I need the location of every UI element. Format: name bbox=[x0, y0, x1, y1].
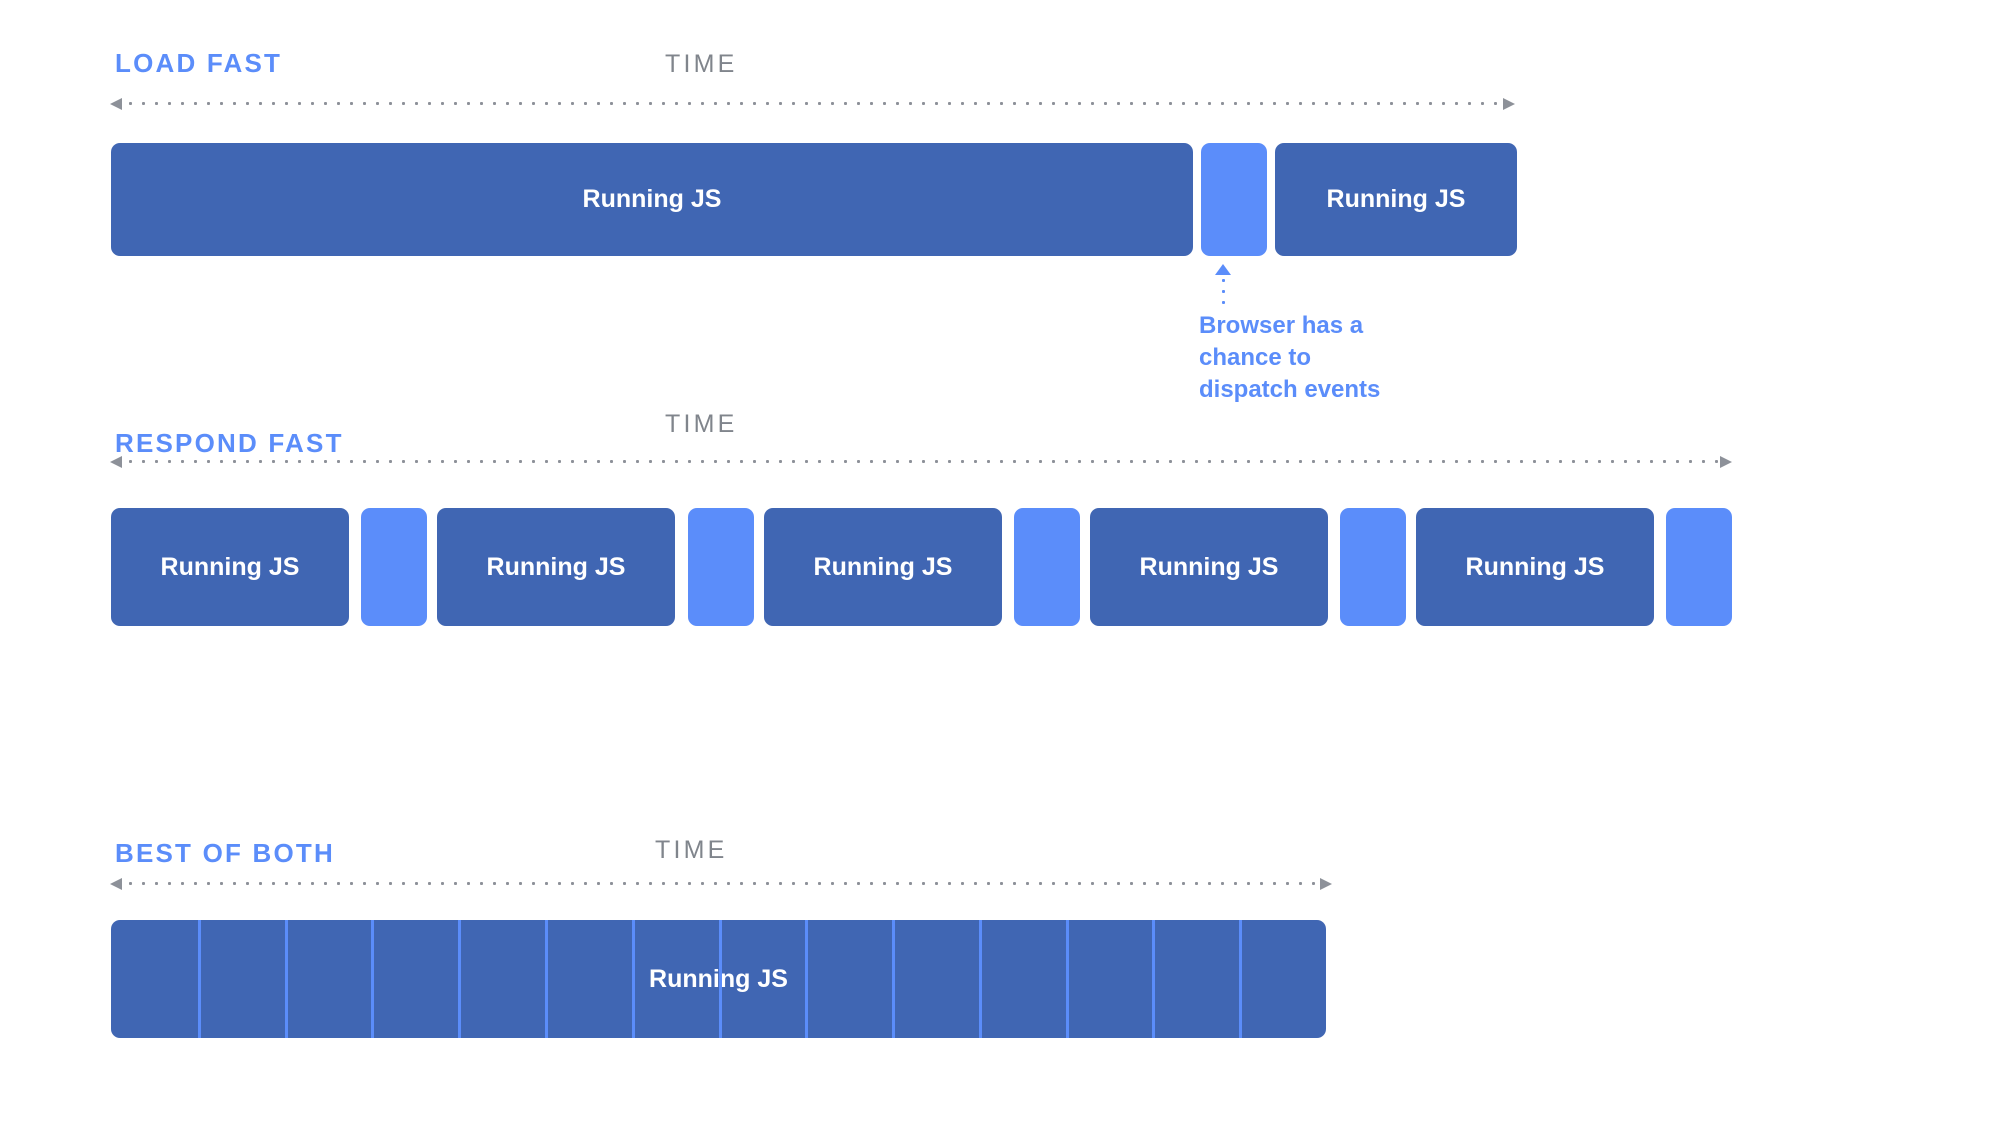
idle-gap-block bbox=[361, 508, 427, 626]
segment-divider bbox=[1239, 920, 1242, 1038]
callout-arrow-up-icon bbox=[1215, 264, 1231, 275]
axis-dotted-line bbox=[124, 102, 1501, 105]
time-axis-label-best-of-both: TIME bbox=[655, 836, 728, 864]
segment-divider bbox=[805, 920, 808, 1038]
running-js-block: Running JS bbox=[764, 508, 1002, 626]
segment-divider bbox=[719, 920, 722, 1038]
time-axis-load-fast bbox=[110, 96, 1515, 110]
segment-divider bbox=[545, 920, 548, 1038]
idle-gap-block bbox=[1666, 508, 1732, 626]
axis-arrow-right-icon bbox=[1503, 98, 1515, 110]
section-heading-respond-fast: RESPOND FAST bbox=[115, 428, 344, 458]
segment-divider bbox=[979, 920, 982, 1038]
segment-divider bbox=[1152, 920, 1155, 1038]
callout-dotted-line bbox=[1222, 275, 1225, 307]
axis-arrow-right-icon bbox=[1320, 878, 1332, 890]
segment-divider bbox=[371, 920, 374, 1038]
time-axis-respond-fast bbox=[110, 454, 1732, 468]
running-js-block: Running JS bbox=[111, 508, 349, 626]
segmented-running-js-bar: Running JS bbox=[111, 920, 1326, 1038]
timeline-track-respond-fast: Running JS Running JS Running JS Running… bbox=[111, 508, 1733, 626]
axis-arrow-right-icon bbox=[1720, 456, 1732, 468]
segment-divider bbox=[632, 920, 635, 1038]
idle-gap-block bbox=[1340, 508, 1406, 626]
idle-gap-block bbox=[688, 508, 754, 626]
segment-divider bbox=[198, 920, 201, 1038]
running-js-block: Running JS bbox=[1416, 508, 1654, 626]
axis-dotted-line bbox=[124, 882, 1318, 885]
axis-arrow-left-icon bbox=[110, 878, 122, 890]
idle-gap-block bbox=[1014, 508, 1080, 626]
timeline-track-load-fast: Running JS Running JS bbox=[111, 143, 1517, 256]
segmented-bar-label: Running JS bbox=[649, 964, 788, 993]
section-heading-load-fast: LOAD FAST bbox=[115, 48, 283, 78]
time-axis-label-respond-fast: TIME bbox=[665, 410, 738, 438]
segment-divider bbox=[1066, 920, 1069, 1038]
running-js-block: Running JS bbox=[437, 508, 675, 626]
segment-divider bbox=[892, 920, 895, 1038]
idle-gap-block bbox=[1201, 143, 1267, 256]
axis-dotted-line bbox=[124, 460, 1718, 463]
section-heading-best-of-both: BEST OF BOTH bbox=[115, 838, 335, 868]
running-js-block: Running JS bbox=[1090, 508, 1328, 626]
running-js-block: Running JS bbox=[1275, 143, 1517, 256]
time-axis-label-load-fast: TIME bbox=[665, 50, 738, 78]
segment-divider bbox=[458, 920, 461, 1038]
time-axis-best-of-both bbox=[110, 876, 1332, 890]
segment-divider bbox=[285, 920, 288, 1038]
axis-arrow-left-icon bbox=[110, 456, 122, 468]
axis-arrow-left-icon bbox=[110, 98, 122, 110]
running-js-block: Running JS bbox=[111, 143, 1193, 256]
callout-text-dispatch-events: Browser has a chance to dispatch events bbox=[1199, 312, 1381, 403]
